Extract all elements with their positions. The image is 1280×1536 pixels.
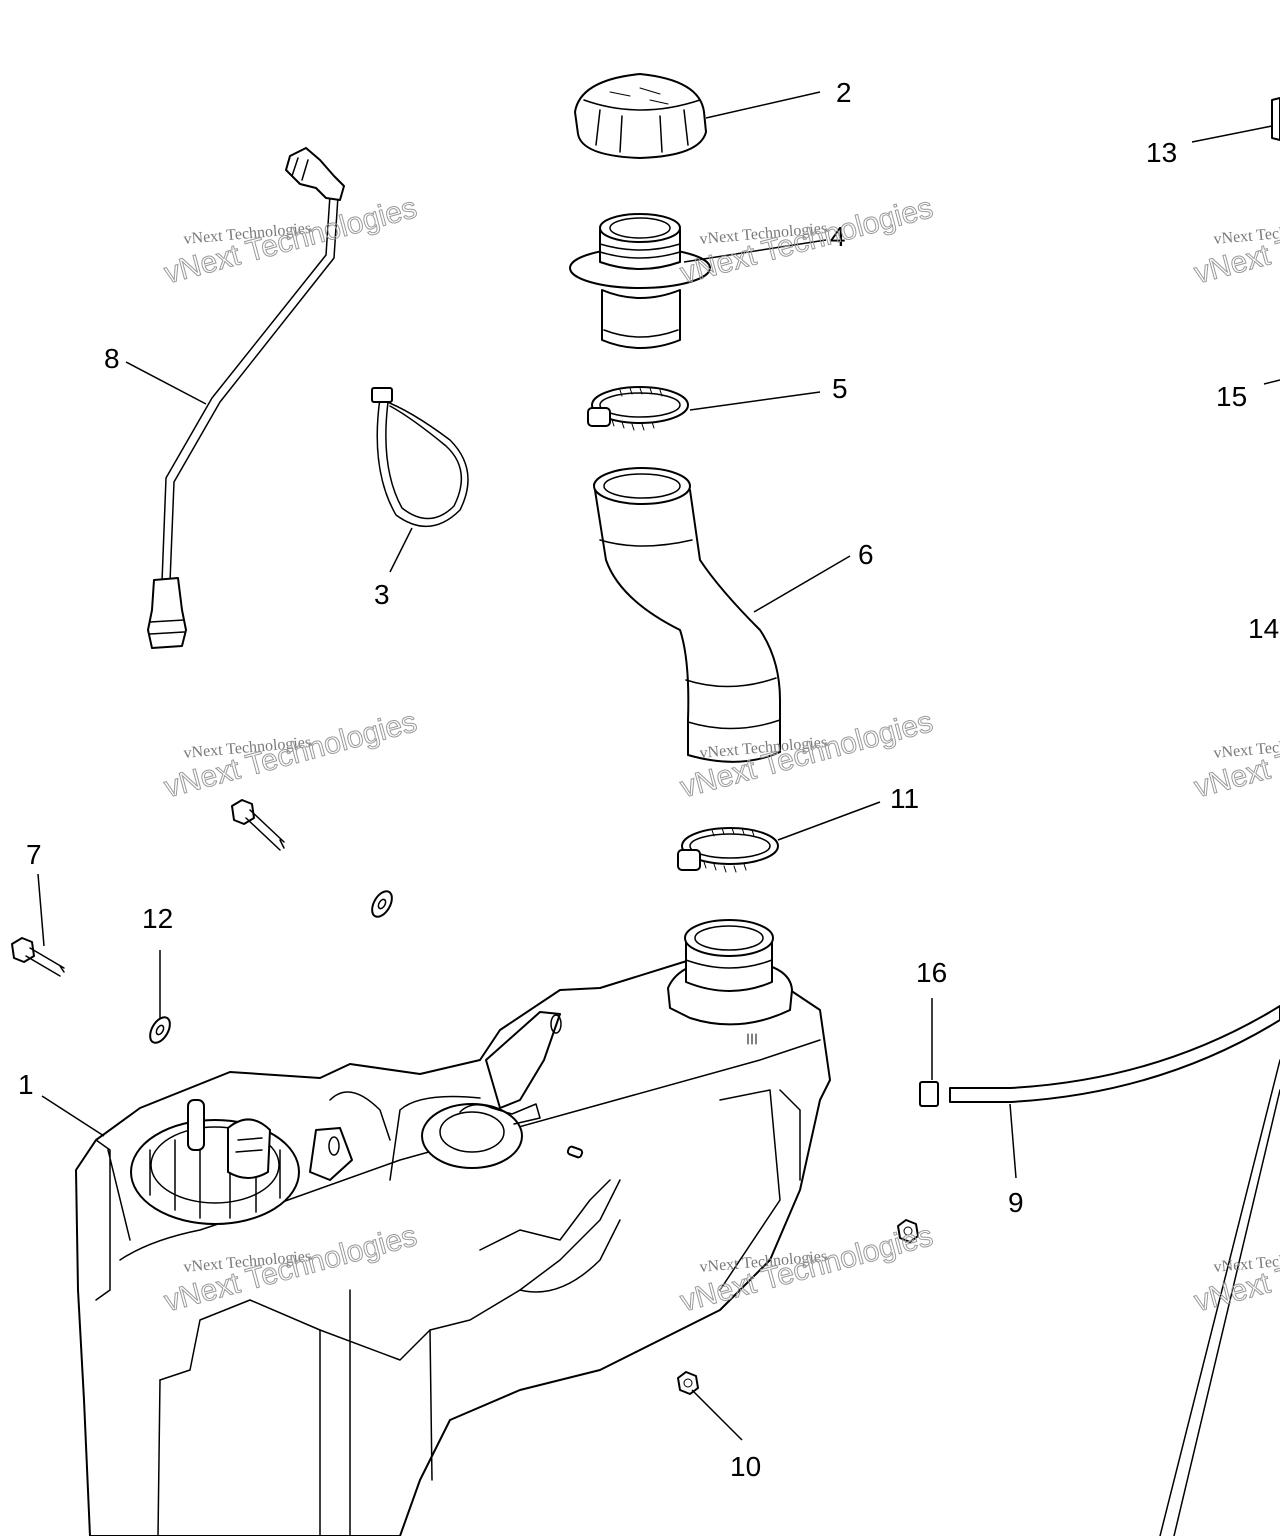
callout-10: 10: [730, 1451, 761, 1482]
filler-neck: [569, 213, 711, 349]
callout-1: 1: [18, 1069, 34, 1100]
callout-2: 2: [836, 77, 852, 108]
drain-hose: [949, 1005, 1280, 1536]
filler-hose: [593, 467, 781, 763]
hose-fitting: [919, 1081, 939, 1107]
watermark: vNext Technologies vNext Technologies: [160, 191, 420, 291]
washer-middle: [371, 890, 393, 918]
watermark: vNext Technologies vNext Technologies: [160, 705, 420, 805]
callout-16: 16: [916, 957, 947, 988]
callout-7: 7: [26, 839, 42, 870]
watermark: vNext Technologies vNext Technologies: [1190, 191, 1280, 291]
callout-6: 6: [858, 539, 874, 570]
callout-14: 14: [1248, 613, 1279, 644]
watermark: vNext Technologies vNext Technologies: [676, 191, 936, 291]
bolt-middle: [231, 799, 285, 851]
fuel-tank: [75, 919, 831, 1536]
callout-8: 8: [104, 343, 120, 374]
callout-3: 3: [374, 579, 390, 610]
part-13-fragment: [1271, 97, 1280, 141]
nut-right: [897, 1219, 919, 1243]
cable-tie: [371, 387, 469, 528]
vent-hose: [147, 147, 345, 649]
hose-clamp-lower: [677, 827, 779, 873]
callout-11: 11: [890, 783, 919, 814]
leader-lines: [37, 91, 1280, 1441]
fuel-cap: [574, 73, 707, 159]
watermark: vNext Technologies vNext Technologies: [1190, 705, 1280, 805]
callout-12: 12: [142, 903, 173, 934]
callout-13: 13: [1146, 137, 1177, 168]
callout-5: 5: [832, 373, 848, 404]
callout-4: 4: [830, 221, 846, 252]
washer-left: [149, 1016, 171, 1044]
hose-clamp-upper: [587, 386, 689, 431]
watermark: vNext Technologies vNext Technologies: [1190, 1219, 1280, 1319]
bolt-left: [11, 937, 65, 977]
callout-labels: 1 2 3 4 5 6 7 8 9 10 11 12 13 14 15 16: [18, 77, 1279, 1482]
callout-15: 15: [1216, 381, 1247, 412]
nut-lower: [677, 1371, 699, 1395]
callout-9: 9: [1008, 1187, 1024, 1218]
